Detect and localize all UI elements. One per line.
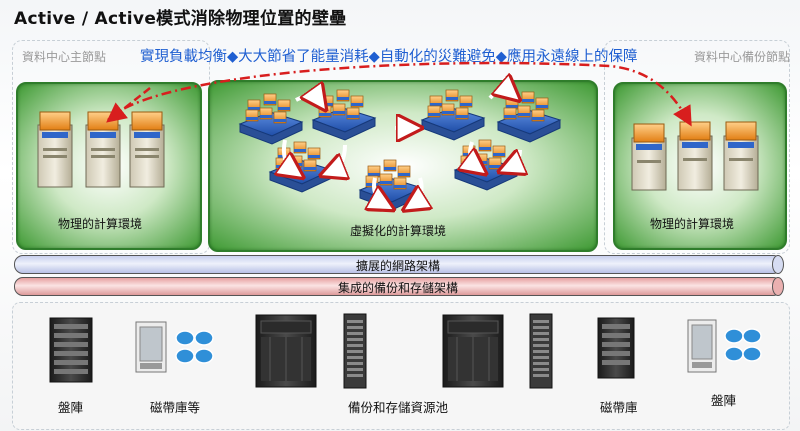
disk-array-right-label: 盤陣 [711, 393, 737, 408]
backup-pool-label: 備份和存儲資源池 [348, 400, 449, 415]
network-bar-label: 擴展的網路架構 [355, 259, 440, 273]
vm-stack-icon [420, 89, 486, 141]
storage-rack-1-icon [255, 314, 317, 388]
vm-stack-icon [238, 93, 304, 145]
migration-arrow [107, 61, 692, 127]
storage-bar-label: 集成的備份和存儲架構 [337, 281, 458, 295]
storage-rack-3-icon [442, 314, 504, 388]
storage-rack-4-icon [529, 313, 553, 389]
network-bar-cap [772, 255, 784, 274]
left-server-1-icon [37, 111, 73, 188]
tape-library-right-icon [597, 317, 635, 379]
right-server-1-icon [631, 123, 667, 191]
tape-library-etc-label: 磁帶庫等 [150, 400, 201, 415]
tape-library-label: 磁帶庫 [600, 400, 638, 415]
slogan-text: 實現負載均衡◆大大節省了能量消耗◆自動化的災難避免◆應用永遠線上的保障 [140, 49, 638, 65]
vm-motion-arrows [284, 91, 520, 205]
primary-site-label: 資料中心主節點 [22, 50, 107, 64]
disk-array-right-icon [687, 319, 717, 373]
cloud-bubbles-left-icon [175, 330, 214, 364]
disk-array-left-icon [49, 317, 93, 383]
right-server-3-icon [723, 121, 759, 191]
right-server-2-icon [677, 121, 713, 191]
left-server-2-icon [85, 111, 121, 188]
right-panel-label: 物理的計算環境 [650, 217, 735, 231]
migration-arrow-left [106, 87, 151, 123]
center-panel-label: 虛擬化的計算環境 [350, 224, 447, 238]
cloud-bubbles-right-icon [724, 328, 762, 362]
tape-library-left-icon [135, 321, 167, 373]
vm-stack-icon [496, 91, 562, 143]
storage-rack-2-icon [343, 313, 367, 389]
left-panel-label: 物理的計算環境 [58, 217, 143, 231]
backup-site-zone [604, 40, 790, 254]
storage-bar: 集成的備份和存儲架構 [14, 277, 784, 296]
left-server-3-icon [129, 111, 165, 188]
backup-site-label: 資料中心備份節點 [693, 50, 790, 64]
vm-stack-icon [268, 141, 334, 193]
network-bar: 擴展的網路架構 [14, 255, 784, 274]
vm-stack-icon [311, 89, 377, 141]
page-title: Active / Active模式消除物理位置的壁壘 [14, 9, 347, 29]
vm-stack-icon [453, 139, 519, 191]
disk-array-left-label: 盤陣 [58, 400, 84, 415]
storage-bar-cap [772, 277, 784, 296]
